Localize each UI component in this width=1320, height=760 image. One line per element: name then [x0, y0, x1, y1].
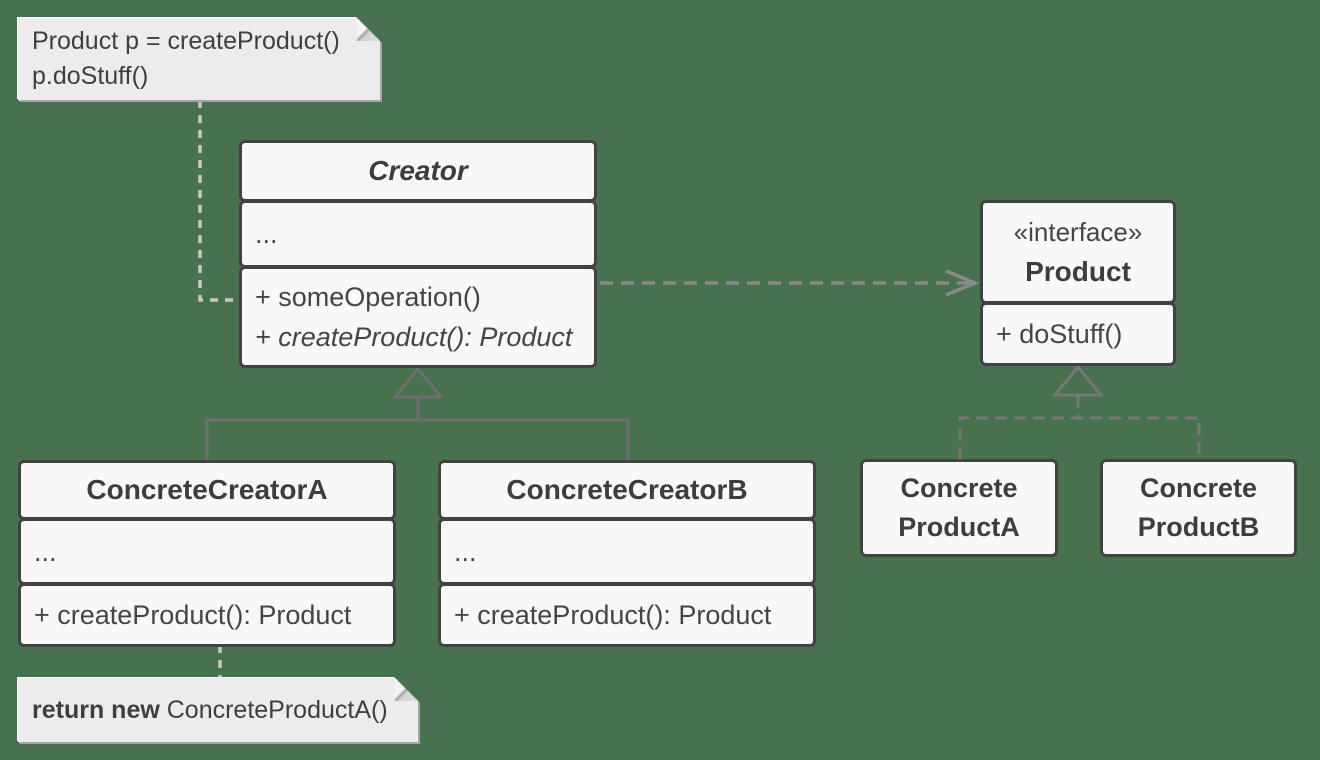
- method-create-product-b: + createProduct(): Product: [454, 600, 772, 630]
- class-product-title-block: «interface» Product: [980, 200, 1176, 304]
- note-usage-line2: p.doStuff(): [32, 62, 149, 90]
- realization-triangle-icon: [1051, 364, 1105, 397]
- class-creator-methods: + someOperation() + createProduct(): Pro…: [239, 266, 597, 368]
- note-usage-line1: Product p = createProduct(): [32, 27, 340, 55]
- dependency-arrow: [600, 269, 980, 297]
- inheritance-triangle-icon: [391, 366, 445, 399]
- class-concrete-creator-b-attributes: ...: [438, 518, 816, 585]
- open-arrowhead-icon: [945, 269, 980, 297]
- method-some-operation: + someOperation(): [255, 282, 481, 312]
- class-concrete-creator-b-methods: + createProduct(): Product: [438, 583, 816, 647]
- method-create-product-abstract: + createProduct(): Product: [255, 322, 573, 352]
- method-do-stuff: + doStuff(): [996, 319, 1123, 349]
- creator-inheritance: [205, 366, 630, 462]
- method-create-product-a: + createProduct(): Product: [34, 600, 352, 630]
- note-creation-text: return new ConcreteProductA(): [32, 693, 418, 728]
- class-creator-attributes: ...: [239, 200, 597, 268]
- class-concrete-product-a-title-line1: Concrete: [900, 473, 1018, 503]
- note-usage: Product p = createProduct() p.doStuff(): [18, 18, 380, 100]
- note-creation: return new ConcreteProductA(): [18, 678, 418, 742]
- class-concrete-creator-b: ConcreteCreatorB ... + createProduct(): …: [438, 460, 816, 647]
- class-concrete-creator-a-attributes: ...: [18, 518, 396, 585]
- class-product-interface: «interface» Product + doStuff(): [980, 200, 1176, 366]
- class-creator-title: Creator: [239, 140, 597, 202]
- note-fold-icon: [357, 18, 380, 41]
- product-realization: [958, 364, 1201, 459]
- note-usage-connector: [198, 100, 237, 302]
- class-creator: Creator ... + someOperation() + createPr…: [239, 140, 597, 368]
- note-creation-rest: ConcreteProductA(): [159, 695, 388, 724]
- interface-stereotype: «interface»: [1013, 217, 1143, 247]
- class-concrete-product-a: Concrete ProductA: [860, 459, 1058, 557]
- note-fold-icon: [395, 678, 418, 701]
- class-concrete-creator-a-title: ConcreteCreatorA: [18, 460, 396, 520]
- class-concrete-product-b-title-line2: ProductB: [1137, 512, 1260, 542]
- class-product-title: Product: [1025, 256, 1131, 287]
- class-product-methods: + doStuff(): [980, 302, 1176, 366]
- note-creation-bold: return new: [32, 695, 160, 724]
- class-concrete-product-a-title-line2: ProductA: [898, 512, 1020, 542]
- class-concrete-creator-a-methods: + createProduct(): Product: [18, 583, 396, 647]
- class-concrete-creator-a: ConcreteCreatorA ... + createProduct(): …: [18, 460, 396, 647]
- class-concrete-creator-b-title: ConcreteCreatorB: [438, 460, 816, 520]
- class-concrete-product-b: Concrete ProductB: [1100, 459, 1297, 557]
- class-concrete-product-b-title-line1: Concrete: [1139, 473, 1258, 503]
